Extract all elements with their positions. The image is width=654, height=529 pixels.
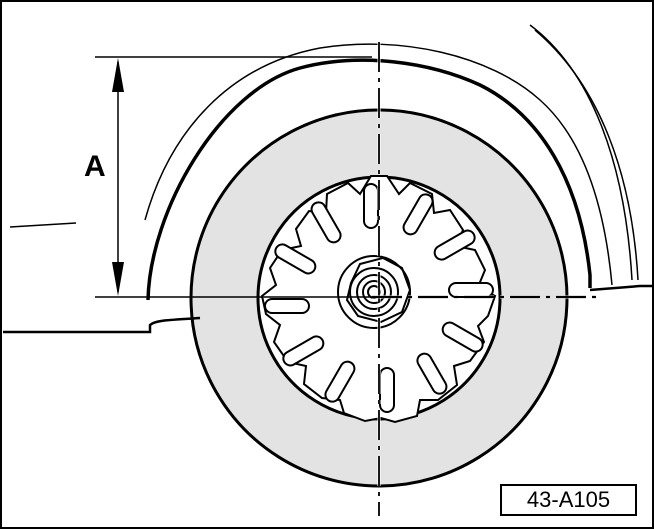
body-lower-edge [3, 222, 654, 334]
dimension-label: A [84, 150, 106, 183]
dimension-arrow-down [112, 262, 124, 296]
dimension-arrow-up [112, 58, 124, 92]
hub [337, 255, 412, 329]
reference-code-box: 43-A105 [500, 484, 637, 516]
reference-code: 43-A105 [526, 487, 611, 512]
wheel-arch [144, 24, 639, 301]
center-lines [372, 42, 600, 516]
dimension-a-measure [95, 56, 372, 298]
